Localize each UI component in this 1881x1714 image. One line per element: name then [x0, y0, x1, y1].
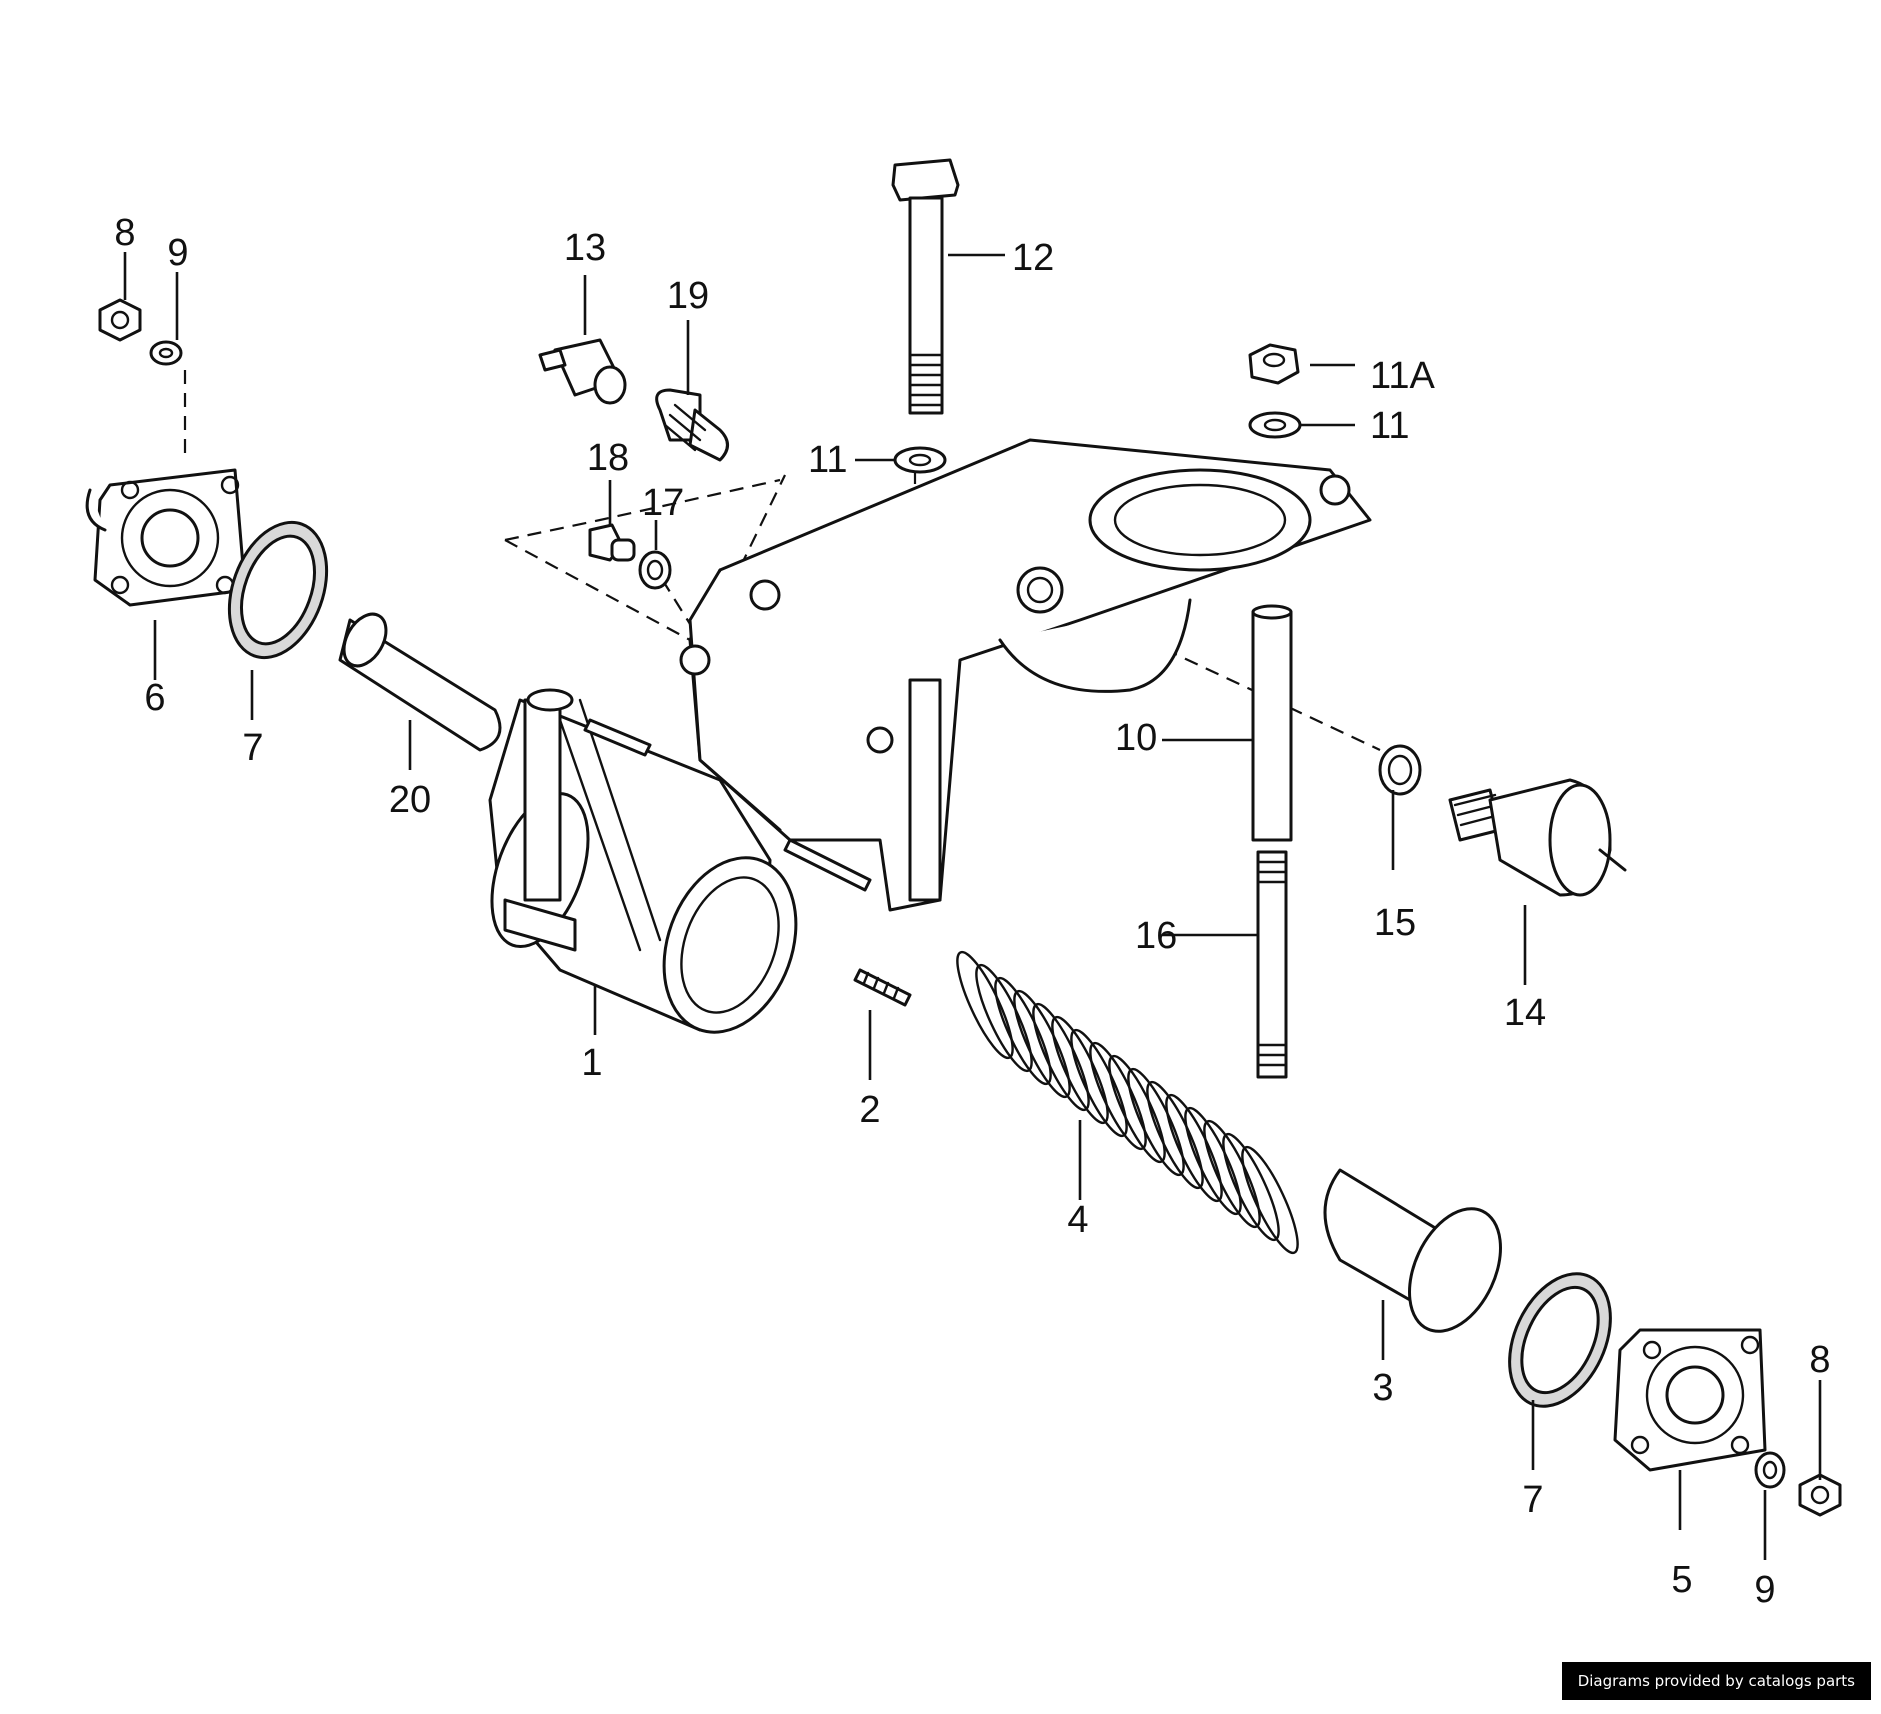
part-6-cover-plate-left[interactable] [85, 468, 247, 607]
callout-12: 12 [1012, 237, 1054, 279]
part-10-sleeve[interactable] [1251, 604, 1293, 842]
spring-coil [1184, 1106, 1242, 1216]
part-4-spring[interactable] [948, 947, 1307, 1259]
spring-coil [975, 963, 1033, 1073]
part-5-cover-plate-right[interactable] [1613, 1328, 1767, 1472]
callout-11-center: 11 [808, 439, 847, 481]
callout-7-right: 7 [1522, 1479, 1543, 1521]
part-19-plug[interactable] [655, 388, 729, 462]
part-8-nut-right[interactable] [1798, 1473, 1842, 1517]
callout-14: 14 [1504, 992, 1546, 1034]
callout-6: 6 [144, 677, 165, 719]
spring-coil [1241, 1145, 1299, 1255]
callout-15: 15 [1374, 902, 1416, 944]
spring-coil [1146, 1080, 1204, 1190]
main-bracket-housing[interactable] [679, 438, 1372, 912]
callout-18: 18 [587, 437, 629, 479]
callout-20: 20 [389, 779, 431, 821]
spring-coil [1051, 1015, 1109, 1125]
callout-3: 3 [1372, 1367, 1393, 1409]
part-7-gasket-left[interactable] [212, 509, 344, 671]
part-11A-nut[interactable] [1248, 343, 1300, 385]
callout-1: 1 [581, 1042, 602, 1084]
part-17-washer[interactable] [638, 550, 672, 590]
callout-9-left: 9 [167, 232, 188, 274]
spring-coil [1127, 1067, 1185, 1177]
callout-10: 10 [1115, 717, 1157, 759]
callout-13: 13 [564, 227, 606, 269]
part-9-washer-left[interactable] [149, 340, 183, 366]
callout-4: 4 [1067, 1199, 1088, 1241]
part-12-bolt[interactable] [891, 158, 960, 415]
spring-coil [1013, 989, 1071, 1099]
callout-8-right: 8 [1809, 1339, 1830, 1381]
spring-coil [1222, 1132, 1280, 1242]
spring-coil [1165, 1093, 1223, 1203]
part-18-bolt[interactable] [588, 523, 636, 562]
callout-9-right: 9 [1754, 1569, 1775, 1611]
part-8-nut-left[interactable] [98, 298, 142, 342]
part-16-stud[interactable] [1256, 850, 1288, 1079]
spring-coil [1203, 1119, 1261, 1229]
spring-coil [1108, 1054, 1166, 1164]
part-2-stud[interactable] [583, 718, 912, 1007]
callout-8-left: 8 [114, 212, 135, 254]
part-20-pin[interactable] [335, 607, 502, 752]
callout-7-left: 7 [242, 727, 263, 769]
part-3-plunger[interactable] [1323, 1168, 1519, 1346]
callout-19: 19 [667, 275, 709, 317]
spring-coil [1089, 1041, 1147, 1151]
spring-coil [1032, 1002, 1090, 1112]
spring-coil [994, 976, 1052, 1086]
spring-coil [1070, 1028, 1128, 1138]
part-13-sender[interactable] [538, 338, 627, 405]
part-14-pressure-switch[interactable] [1448, 778, 1627, 897]
callouts: 1 2 3 4 5 6 7 7 8 8 9 9 10 11 11 11A 12 … [114, 212, 1830, 1611]
part-11-washer-top-right[interactable] [1248, 411, 1302, 439]
credit-banner: Diagrams provided by catalogs parts [1561, 1662, 1871, 1700]
part-9-washer-right[interactable] [1754, 1451, 1786, 1489]
part-1-housing[interactable] [473, 688, 819, 1051]
callout-17: 17 [642, 482, 684, 524]
callout-11A: 11A [1370, 355, 1435, 397]
part-15-seal-ring[interactable] [1378, 744, 1422, 796]
part-11-washer-center[interactable] [893, 446, 947, 474]
callout-5: 5 [1671, 1559, 1692, 1601]
spring-coil [956, 950, 1014, 1060]
part-7-gasket-right[interactable] [1490, 1258, 1631, 1423]
callout-16: 16 [1135, 915, 1177, 957]
callout-2: 2 [859, 1089, 880, 1131]
leader-lines [123, 252, 1822, 1560]
callout-11-right: 11 [1370, 405, 1409, 447]
